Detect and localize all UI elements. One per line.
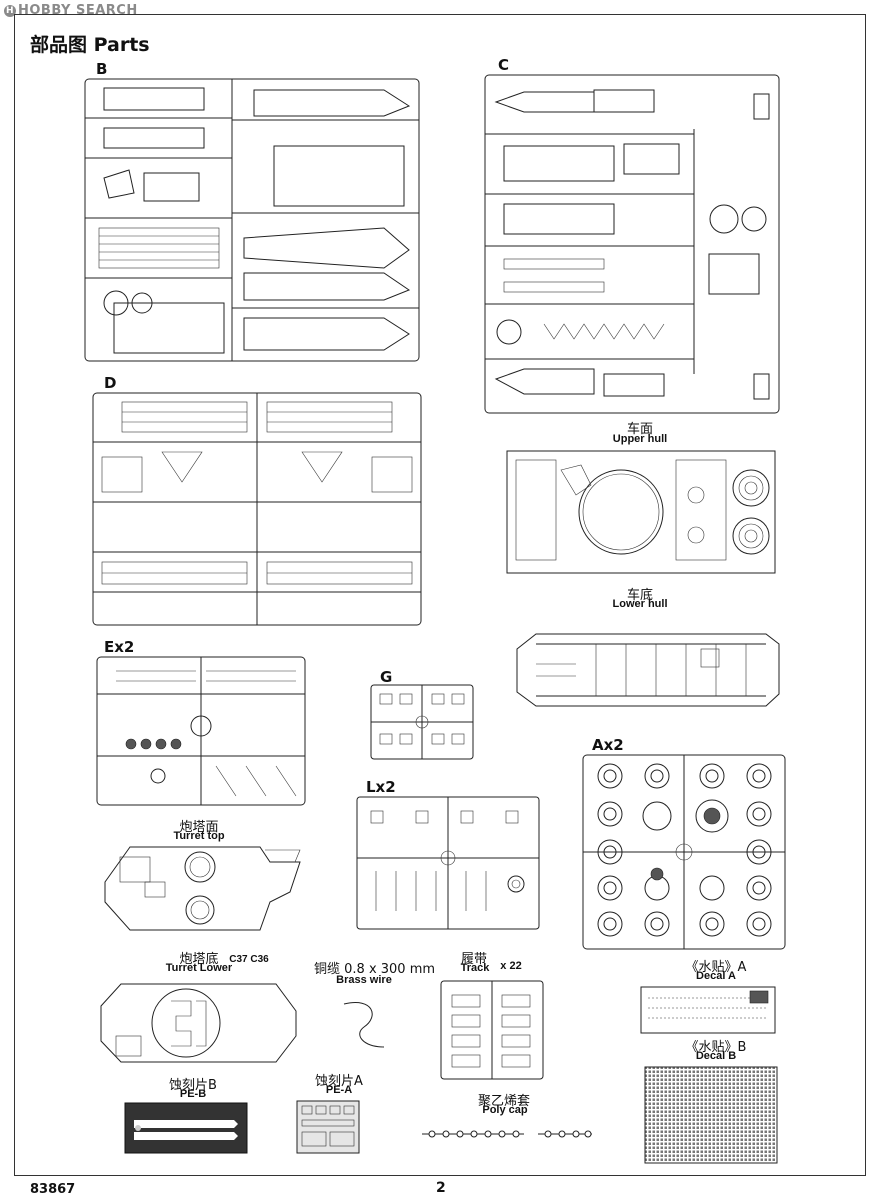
turret-lower-label-en: Turret Lower (165, 962, 233, 974)
decal-b-label-cn: 《水贴》B (685, 1040, 747, 1055)
sprue-d-drawing (92, 392, 422, 626)
track-count: x 22 (500, 960, 522, 972)
pe-b-label-en: PE-B (179, 1088, 207, 1100)
sprue-label-g: G (380, 668, 393, 686)
poly-cap-label-en: Poly cap (482, 1104, 528, 1116)
turret-top-label-cn: 炮塔面 (179, 820, 219, 835)
sprue-g-drawing (370, 684, 474, 760)
sprue-a-drawing (582, 754, 786, 950)
poly-cap-drawing (422, 1130, 592, 1138)
track-label-cn: 履带 (460, 952, 487, 967)
hobby-search-logo-icon: H (4, 4, 16, 17)
sprue-c-drawing (484, 74, 780, 414)
decal-a-sheet (640, 986, 776, 1034)
sprue-label-d: D (104, 374, 117, 392)
brass-wire-label-en: Brass wire (336, 974, 392, 986)
sprue-label-ex2: Ex2 (104, 638, 135, 656)
brass-wire-drawing (343, 1002, 385, 1048)
decal-b-label-en: Decal B (695, 1050, 737, 1062)
page-frame (14, 14, 866, 1176)
track-label-en: Track (460, 962, 490, 974)
turret-top-label-en: Turret top (173, 830, 225, 842)
turret-top-drawing (104, 846, 301, 931)
page-number: 2 (436, 1180, 446, 1196)
poly-cap-label-cn: 聚乙烯套 (477, 1094, 530, 1109)
sprue-label-c: C (498, 56, 510, 74)
pe-b-label-cn: 蚀刻片B (169, 1078, 217, 1093)
upper-hull-label-cn: 车面 (626, 422, 653, 437)
track-sprue-drawing (440, 980, 544, 1080)
decal-b-sheet (644, 1066, 778, 1164)
turret-lower-label-cn: 炮塔底 (179, 952, 219, 967)
lower-hull-label-en: Lower hull (612, 598, 668, 610)
sprue-label-lx2: Lx2 (366, 778, 396, 796)
decal-a-label-cn: 《水贴》A (685, 960, 747, 975)
pe-a-fret (296, 1100, 360, 1154)
sprue-l-drawing (356, 796, 540, 930)
lower-hull-label-cn: 车底 (626, 588, 653, 603)
upper-hull-label-en: Upper hull (612, 433, 668, 445)
sprue-label-ax2: Ax2 (592, 736, 624, 754)
product-code: 83867 (30, 1182, 76, 1197)
pe-a-label-cn: 蚀刻片A (315, 1074, 363, 1089)
sprue-e-drawing (96, 656, 306, 806)
pe-a-label-en: PE-A (325, 1084, 353, 1096)
page-title: 部品图 Parts (30, 34, 150, 56)
sprue-b-drawing (84, 78, 420, 362)
sprue-label-b: B (96, 60, 108, 78)
lower-hull-drawing (516, 633, 780, 707)
brass-wire-label-cn: 铜缆 0.8 x 300 mm (314, 962, 436, 977)
decal-a-label-en: Decal A (696, 970, 736, 982)
turret-lower-drawing (100, 983, 297, 1063)
upper-hull-drawing (506, 450, 776, 574)
turret-lower-parts: C37 C36 (229, 954, 269, 965)
pe-b-fret (124, 1102, 248, 1154)
